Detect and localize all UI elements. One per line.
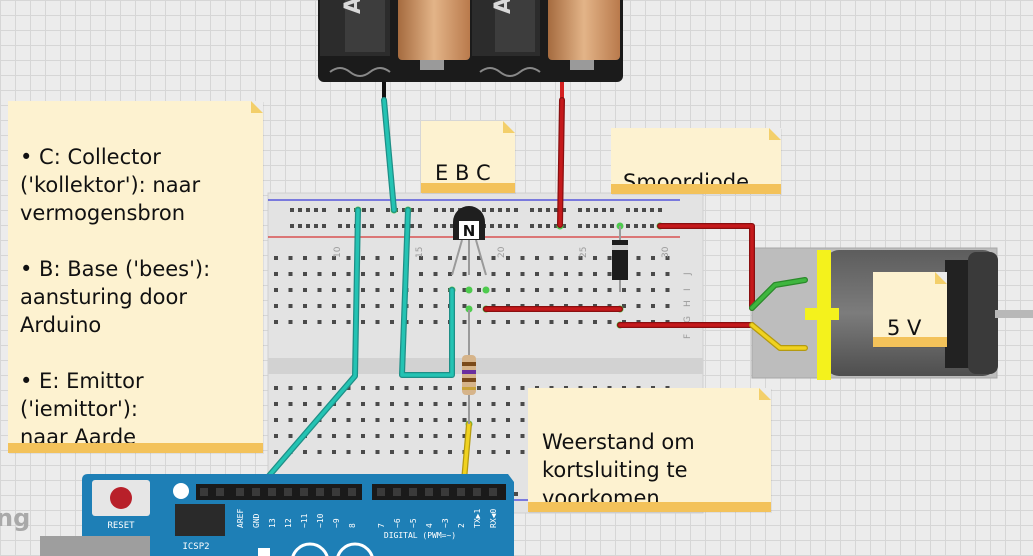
column-number: 20	[497, 246, 507, 258]
icsp-label: ICSP2	[182, 542, 209, 552]
column-number: 25	[579, 247, 589, 258]
breadboard-column-numbers: 10 15 20 25 30	[333, 246, 671, 258]
note-ebc: E B C	[421, 121, 515, 193]
pin-label: ~6	[393, 518, 402, 528]
pin-label: AREF	[236, 509, 245, 528]
resistor[interactable]	[462, 310, 476, 424]
row-letter: F	[683, 334, 693, 339]
note-transistor-pins-text: • C: Collector ('kollektor'): naar vermo…	[20, 145, 211, 449]
battery-cell-label-1: AA	[341, 0, 366, 14]
pin-label: TX▶1	[473, 509, 482, 528]
note-resistor: Weerstand om kortsluiting te voorkomen	[528, 388, 771, 512]
pin-label: 7	[377, 523, 386, 528]
note-diode: Smoordiode	[611, 128, 781, 194]
pin-label: GND	[252, 513, 261, 528]
arduino-board[interactable]: RESET ICSP2 AREF GND 13 12 ~11 ~10 ~9 8 7 ~6 ~5 4 ~3…	[40, 474, 514, 556]
note-voltage-text: 5 V	[887, 316, 922, 340]
header-right	[372, 484, 506, 500]
note-voltage: 5 V	[873, 272, 947, 347]
transistor[interactable]: N	[451, 206, 487, 276]
row-letter: I	[683, 288, 693, 291]
pin-label: 4	[425, 523, 434, 528]
watermark-text: ng	[0, 504, 31, 532]
row-letter: J	[683, 272, 693, 276]
reset-label: RESET	[107, 521, 135, 531]
pin-label: ~5	[409, 518, 418, 528]
pin-label: 13	[268, 518, 277, 528]
digital-label: DIGITAL (PWM=~)	[384, 531, 456, 540]
pin-label: ~3	[441, 518, 450, 528]
note-transistor-pins: • C: Collector ('kollektor'): naar vermo…	[8, 101, 263, 453]
note-ebc-text: E B C	[435, 161, 491, 185]
pin-label: 8	[348, 523, 357, 528]
pin-label: RX◀0	[489, 509, 498, 528]
column-number: 30	[661, 246, 671, 258]
diode[interactable]	[612, 226, 628, 292]
battery-pack[interactable]: AA AA	[318, 0, 623, 100]
breadboard-row-letters: J I H G F	[683, 272, 693, 339]
battery-cell-label-2: AA	[491, 0, 516, 14]
note-resistor-text: Weerstand om kortsluiting te voorkomen	[542, 430, 695, 510]
row-letter: H	[683, 300, 693, 307]
pin-label: ~11	[300, 513, 309, 528]
wires	[252, 97, 808, 495]
svg-text:N: N	[463, 222, 476, 240]
arduino-pin-labels: AREF GND 13 12 ~11 ~10 ~9 8 7 ~6 ~5 4 ~3 2 TX▶1 RX◀0	[236, 509, 498, 528]
pin-label: 2	[457, 523, 466, 528]
column-number: 15	[415, 247, 425, 258]
pin-label: 12	[284, 518, 293, 528]
column-number: 10	[333, 246, 343, 258]
row-letter: G	[683, 316, 693, 323]
pin-label: ~10	[316, 513, 325, 528]
pin-label: ~9	[332, 518, 341, 528]
